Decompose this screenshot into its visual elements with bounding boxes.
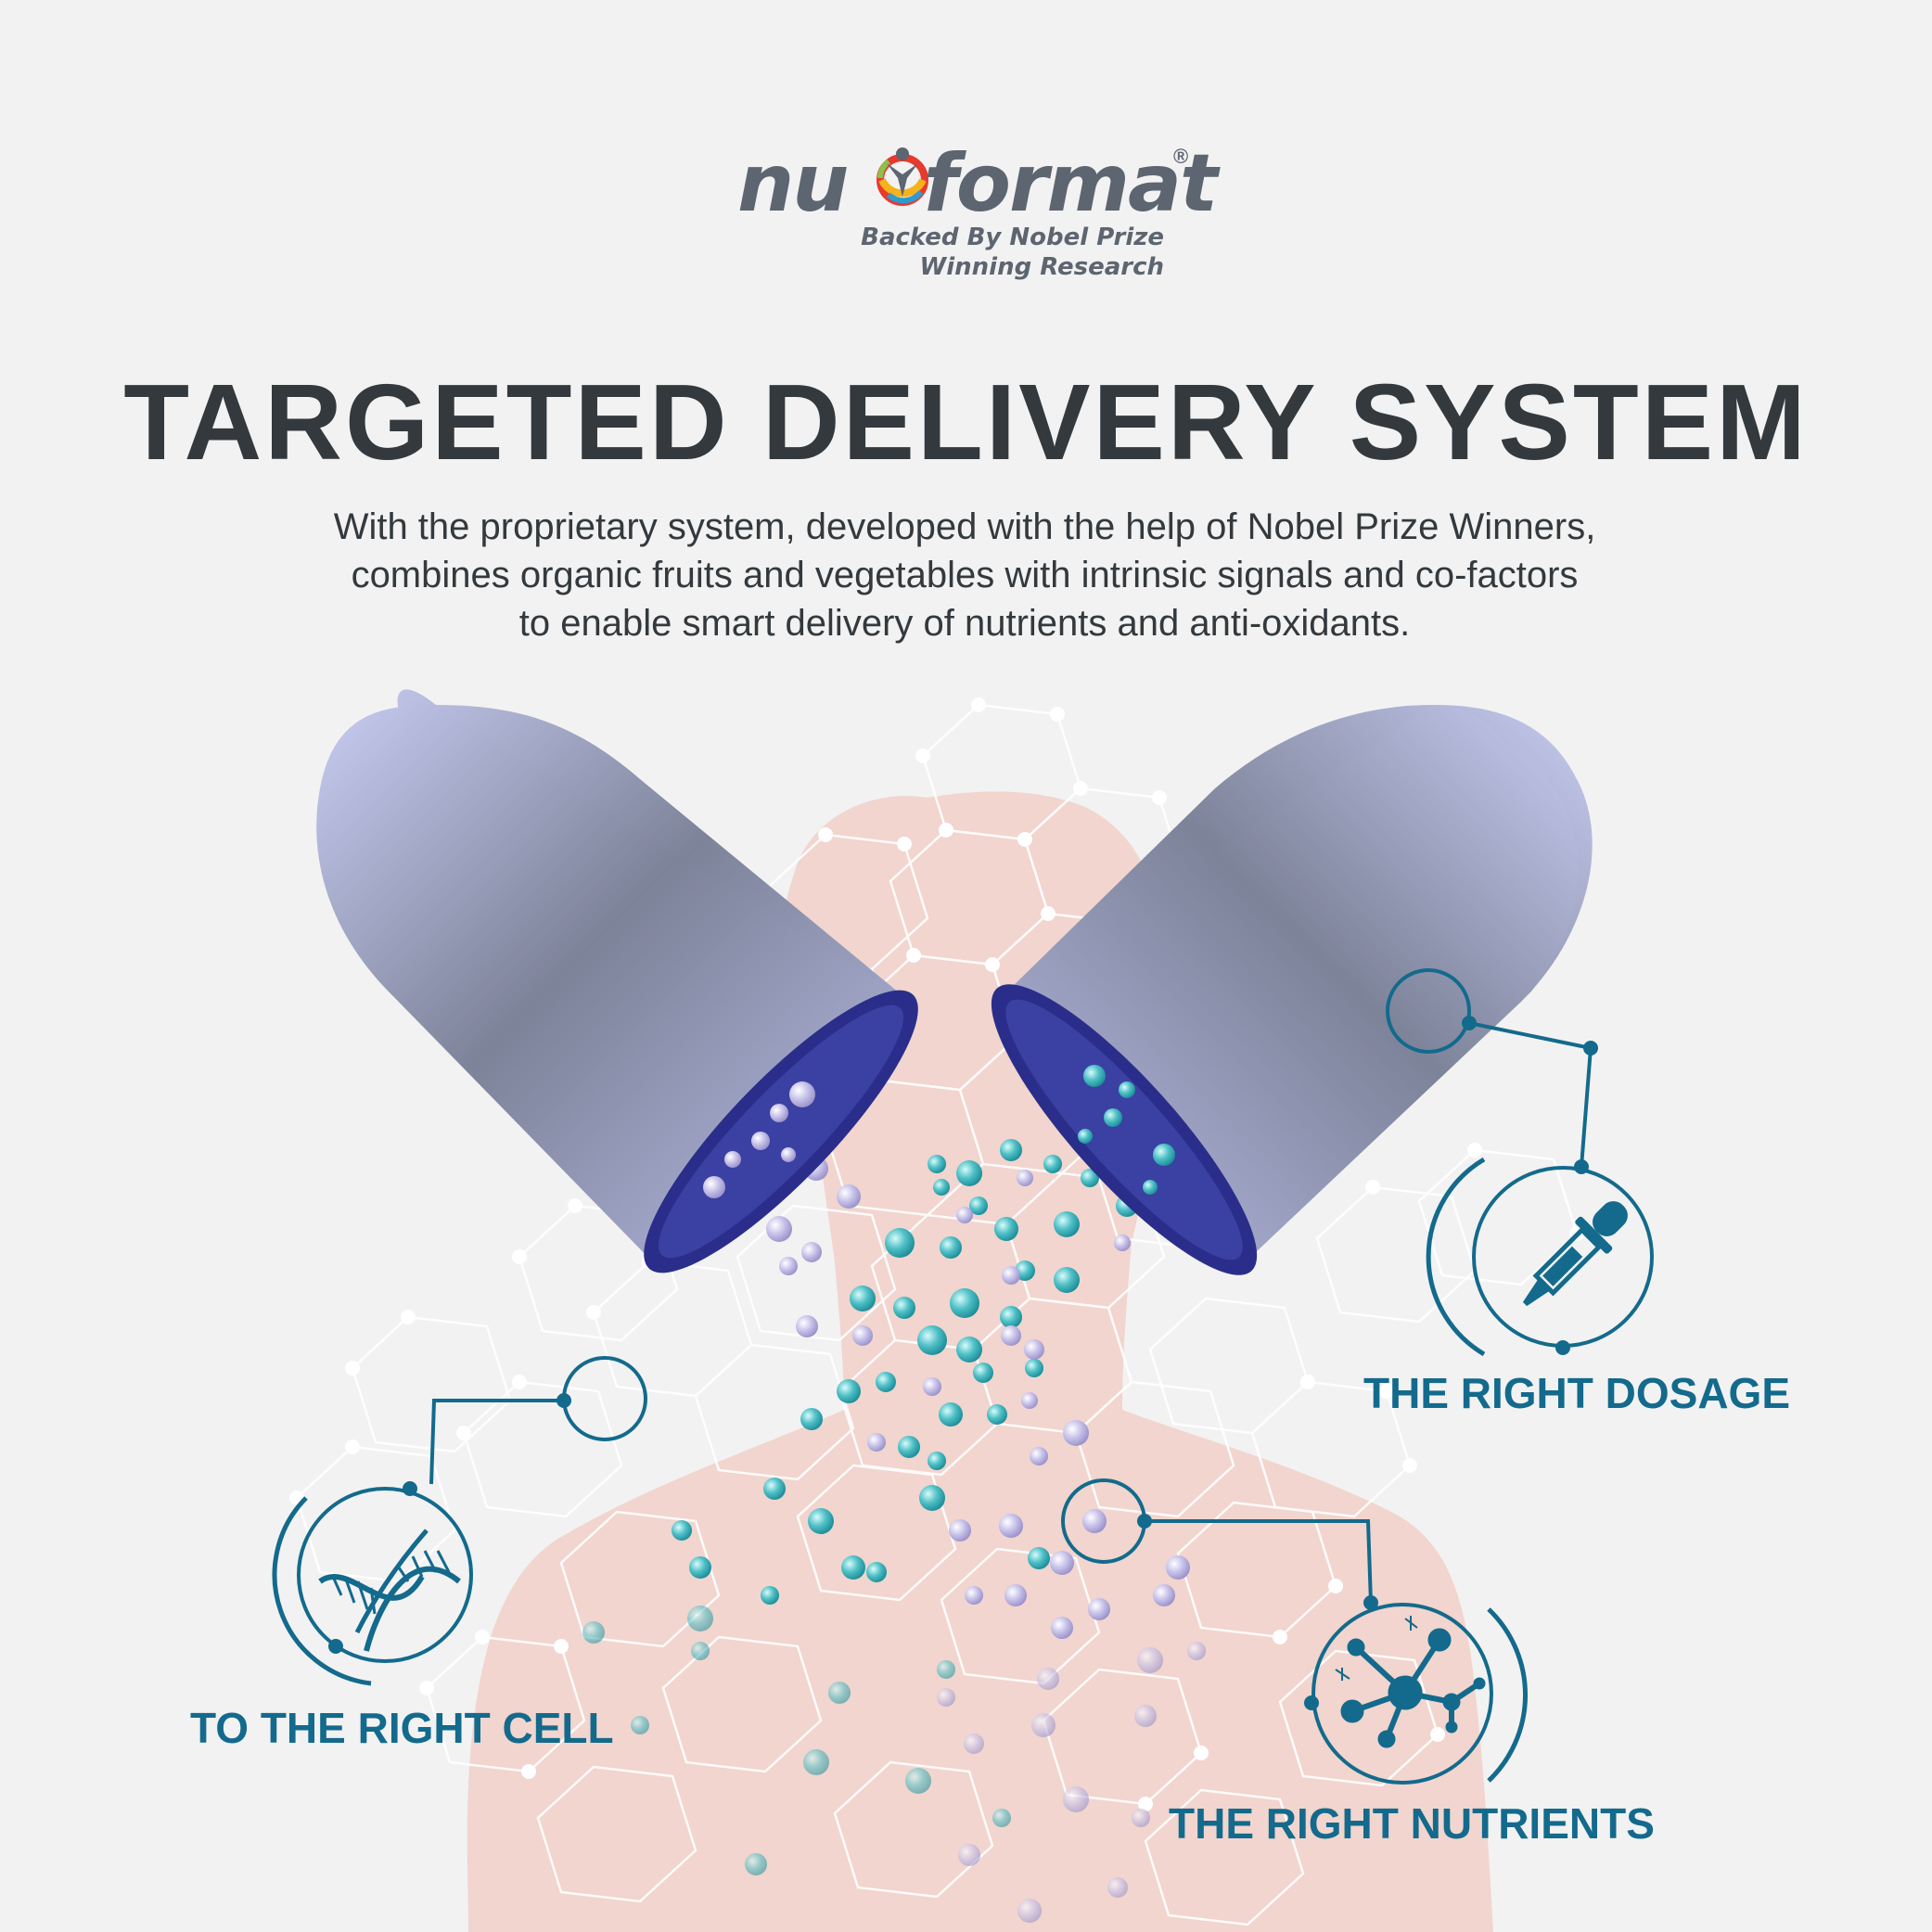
cell-label: TO THE RIGHT CELL [190,1704,614,1752]
molecule-icon [1335,1616,1486,1748]
dosage-feature [1386,968,1654,1357]
brand-name-part1: nu [737,137,849,230]
nutrients-feature [1061,1478,1529,1785]
capsule-left-half [316,689,918,1273]
dosage-label: THE RIGHT DOSAGE [1363,1369,1791,1417]
page-title: TARGETED DELIVERY SYSTEM [123,362,1809,482]
brand-name-part2: format [923,137,1218,230]
nutrient-bubbles [582,1063,1206,1923]
capsule-bubbles [703,1065,1175,1198]
human-silhouette [467,791,1493,1932]
registered-mark: ® [1173,145,1189,168]
cell-feature [272,1356,647,1686]
brand-tagline-line2: Winning Research [919,253,1164,281]
brand-logo: nu format ® Backed By Nobel Prize Winning… [737,137,1218,286]
nutrients-label: THE RIGHT NUTRIENTS [1169,1799,1655,1848]
description-line1: With the proprietary system, developed w… [333,506,1596,547]
capsule-right-half [991,705,1593,1275]
description-line2: combines organic fruits and vegetables w… [351,555,1579,595]
logo-mark [876,147,928,206]
dropper-icon [1522,1201,1628,1307]
description: With the proprietary system, developed w… [223,503,1707,647]
brand-wordmark: nu format [737,137,1218,230]
dna-icon [318,1529,461,1652]
description-line3: to enable smart delivery of nutrients an… [518,603,1411,644]
brand-tagline-line1: Backed By Nobel Prize [861,224,1164,251]
brand-tagline: Backed By Nobel Prize Winning Research [861,223,1164,282]
